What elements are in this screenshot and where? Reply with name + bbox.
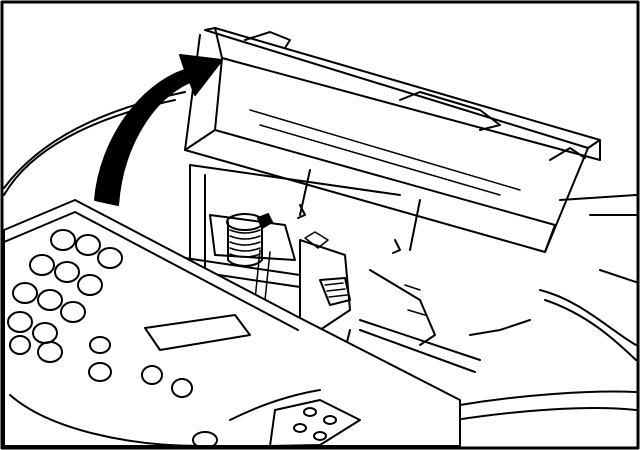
- keypad-key: [9, 335, 31, 355]
- keypad-key: [75, 234, 101, 256]
- keypad-key: [54, 261, 80, 283]
- top-cover: [184, 27, 601, 254]
- panel-button: [192, 431, 218, 449]
- panel-button: [89, 336, 111, 354]
- panel-button: [141, 365, 163, 385]
- keypad-key: [7, 311, 33, 333]
- keypad-key: [77, 274, 103, 296]
- keypad-key: [50, 229, 76, 251]
- display-window: [144, 314, 251, 351]
- keypad-key: [97, 247, 123, 269]
- keypad-key: [29, 254, 55, 276]
- panel-button: [88, 362, 112, 382]
- keypad-key: [12, 282, 38, 304]
- keypad-key: [37, 289, 63, 311]
- keypad: [7, 229, 123, 363]
- control-panel: [3, 199, 461, 449]
- keypad-key: [37, 341, 63, 363]
- keypad-key: [60, 301, 86, 323]
- panel-button: [171, 378, 193, 398]
- spring-icon: [229, 229, 261, 258]
- curved-arrow-icon: [94, 54, 223, 206]
- carriage-rails: [184, 257, 531, 373]
